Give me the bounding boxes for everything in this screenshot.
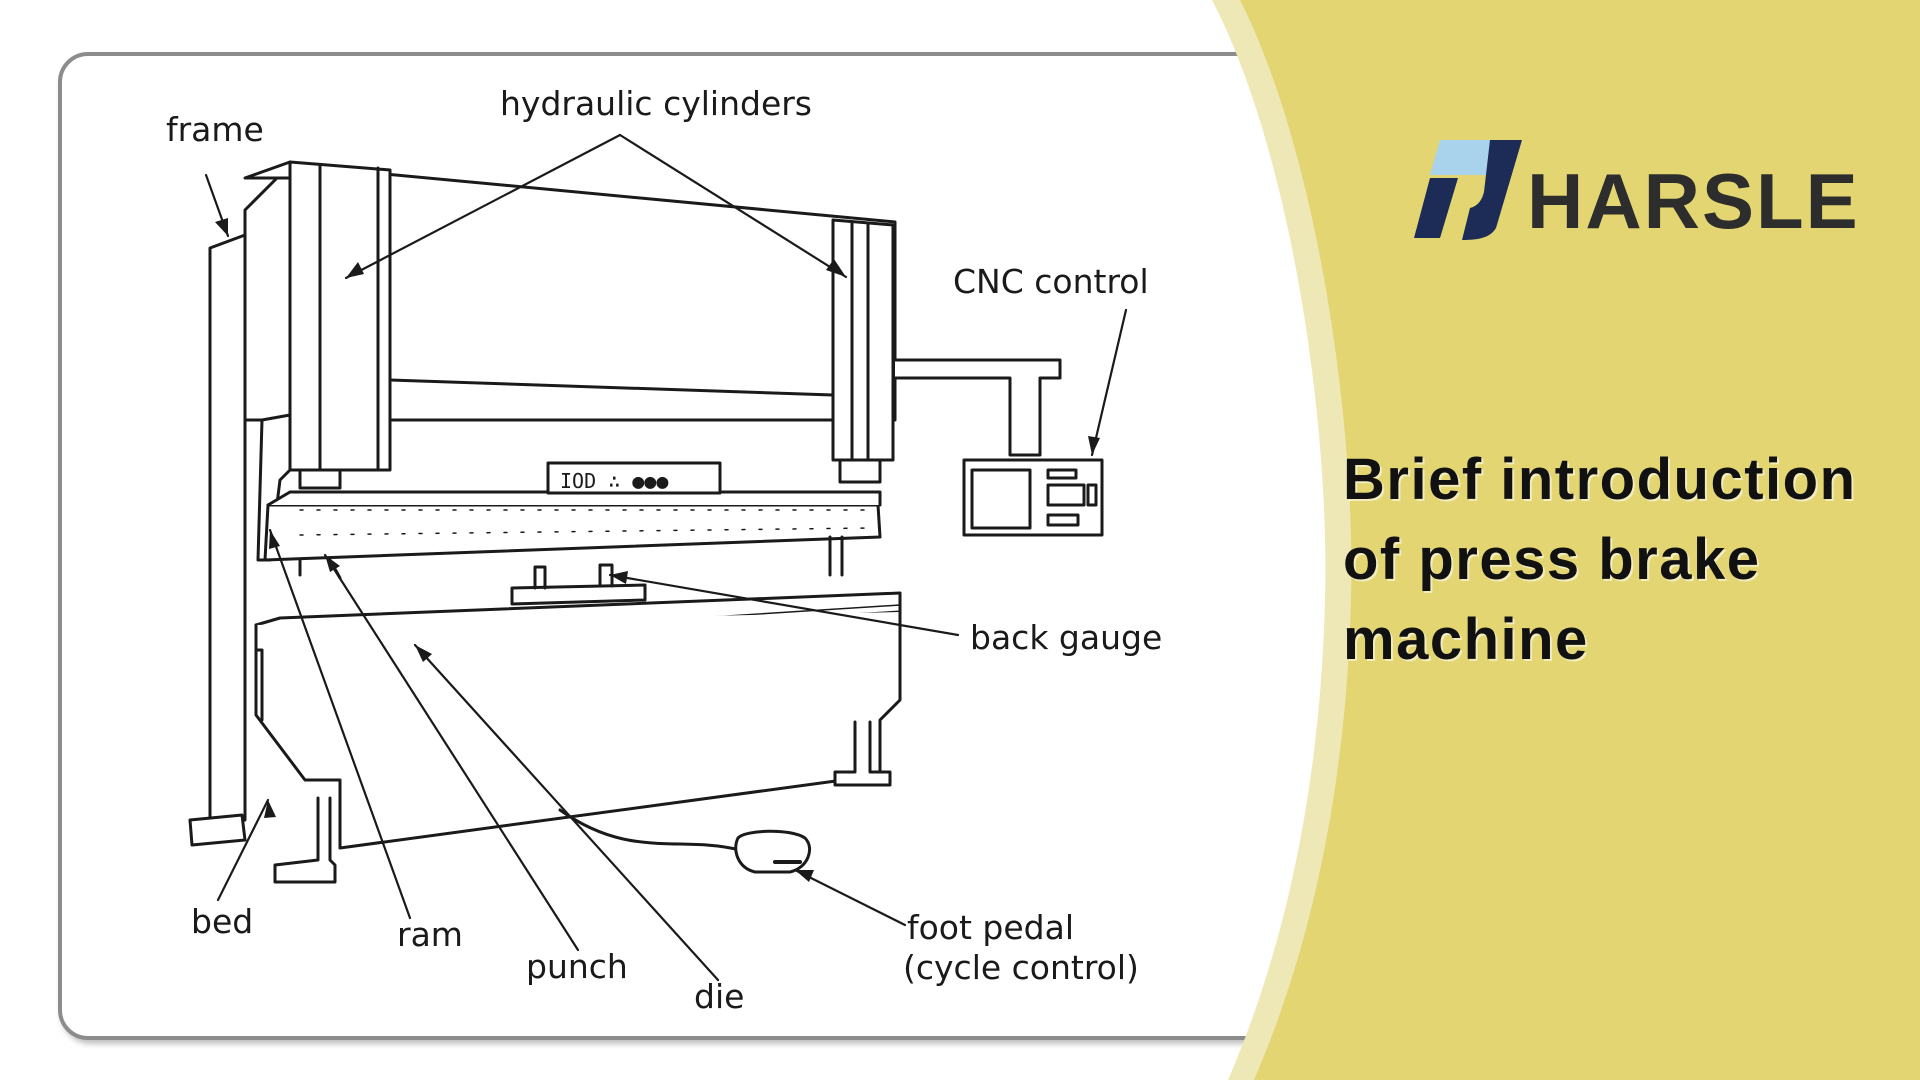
title-line-3: machine <box>1343 607 1589 672</box>
bed-body <box>254 610 902 850</box>
page-title: Brief introduction of press brake machin… <box>1343 440 1913 680</box>
label-hydraulic-cylinders: hydraulic cylinders <box>500 84 813 123</box>
title-line-1: Brief introduction <box>1343 447 1857 512</box>
left-frame-column <box>208 233 247 832</box>
ram-panel-text: IOD ∴ ●●● <box>560 469 668 493</box>
right-bed-leg <box>833 720 892 787</box>
right-cylinder <box>831 218 895 462</box>
label-cycle-control: (cycle control) <box>903 948 1139 987</box>
arrowheads <box>215 218 1100 882</box>
left-foot <box>188 813 247 847</box>
title-line-2: of press brake <box>1343 527 1761 592</box>
front-bed-leg <box>273 796 337 884</box>
ram-control-panel <box>546 461 722 495</box>
label-cnc-control: CNC control <box>953 262 1149 301</box>
label-back-gauge: back gauge <box>970 618 1163 657</box>
brand-logo-text: HARSLE <box>1527 157 1860 245</box>
label-foot-pedal: foot pedal <box>907 908 1075 947</box>
label-punch: punch <box>526 947 628 986</box>
label-bed: bed <box>191 902 254 941</box>
label-frame: frame <box>166 110 264 149</box>
label-ram: ram <box>397 915 463 954</box>
cnc-arm <box>893 358 1062 457</box>
pedal-cable <box>558 808 742 852</box>
panel-fill <box>1240 0 1920 1080</box>
label-die: die <box>694 977 745 1016</box>
